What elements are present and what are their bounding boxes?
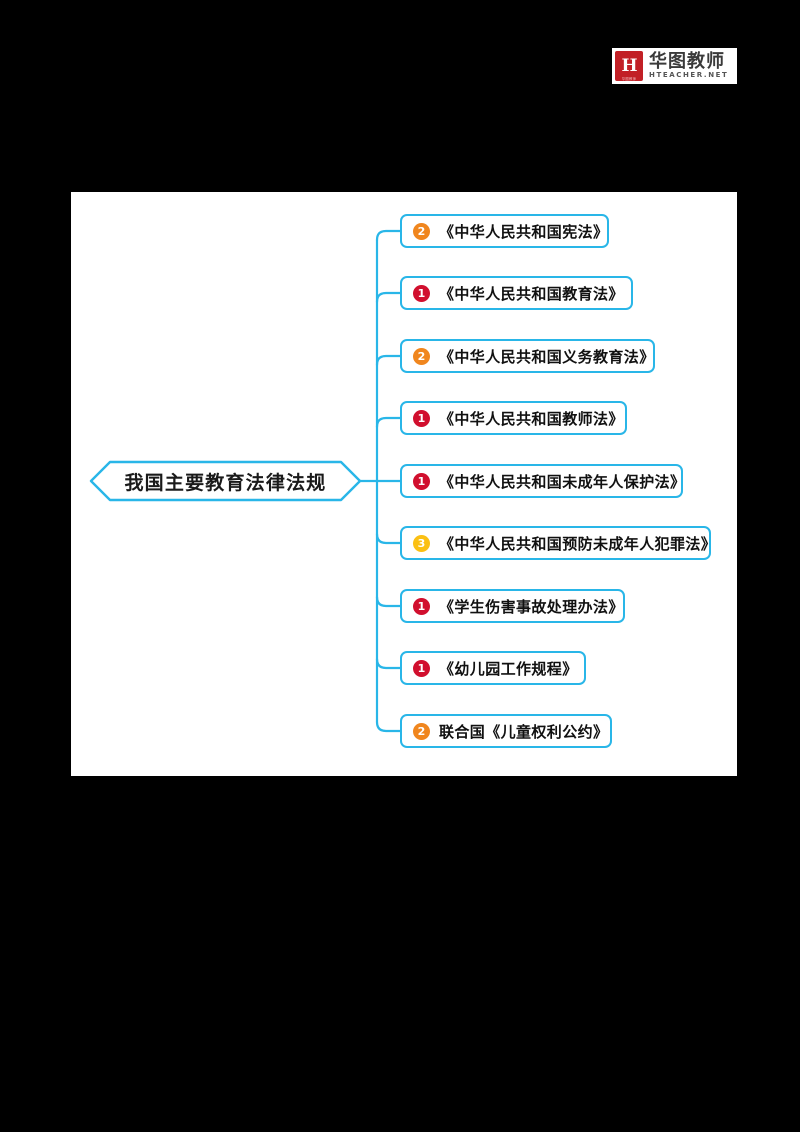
connector-line xyxy=(375,595,402,608)
node-priority-badge: 2 xyxy=(413,222,430,240)
node-label: 《中华人民共和国未成年人保护法》 xyxy=(439,472,686,491)
logo-letter: H xyxy=(621,55,637,76)
mindmap-node[interactable]: 2 联合国《儿童权利公约》 xyxy=(400,714,612,748)
connector-line xyxy=(375,291,402,304)
node-priority-badge: 2 xyxy=(413,347,430,365)
logo-mark-icon: H 华图教师 xyxy=(615,51,643,81)
node-label: 《学生伤害事故处理办法》 xyxy=(439,597,624,616)
connector-line xyxy=(375,229,402,242)
mindmap-node[interactable]: 1 《中华人民共和国教师法》 xyxy=(400,401,627,435)
connector-line xyxy=(375,532,402,545)
mindmap-node[interactable]: 2 《中华人民共和国义务教育法》 xyxy=(400,339,655,373)
mindmap-node[interactable]: 3 《中华人民共和国预防未成年人犯罪法》 xyxy=(400,526,716,560)
node-priority-badge: 1 xyxy=(413,284,430,302)
node-label: 《幼儿园工作规程》 xyxy=(439,659,578,678)
root-node-label: 我国主要教育法律法规 xyxy=(124,471,327,494)
node-priority-badge: 1 xyxy=(413,472,430,490)
connector-line xyxy=(375,720,402,733)
node-priority-badge: 1 xyxy=(413,597,430,615)
node-label: 《中华人民共和国义务教育法》 xyxy=(439,347,655,366)
root-hexagon-shape xyxy=(89,460,362,502)
logo-name-en: HTEACHER.NET xyxy=(649,71,729,79)
node-label: 联合国《儿童权利公约》 xyxy=(439,722,609,741)
node-priority-badge: 1 xyxy=(413,659,430,677)
node-priority-badge: 3 xyxy=(413,534,430,552)
mindmap-node[interactable]: 1 《学生伤害事故处理办法》 xyxy=(400,589,625,623)
mindmap-root-node[interactable]: 我国主要教育法律法规 xyxy=(89,460,362,502)
node-label: 《中华人民共和国宪法》 xyxy=(439,222,609,241)
node-label: 《中华人民共和国预防未成年人犯罪法》 xyxy=(439,534,717,553)
site-logo: H 华图教师 华图教师 HTEACHER.NET xyxy=(612,48,737,84)
connector-line xyxy=(375,657,402,670)
mindmap-node[interactable]: 2 《中华人民共和国宪法》 xyxy=(400,214,609,248)
mindmap-node[interactable]: 1 《中华人民共和国未成年人保护法》 xyxy=(400,464,686,498)
connector-line xyxy=(375,416,402,429)
node-priority-badge: 1 xyxy=(413,409,430,427)
logo-wordmark: 华图教师 HTEACHER.NET xyxy=(649,52,728,80)
connector-line xyxy=(375,354,402,367)
node-label: 《中华人民共和国教师法》 xyxy=(439,409,624,428)
document-page: 我国主要教育法律法规 2 《中华人民共和国宪法》 1 《中华人民共和国教育法》 2 《中华… xyxy=(71,192,737,776)
mindmap-diagram: 我国主要教育法律法规 2 《中华人民共和国宪法》 1 《中华人民共和国教育法》 2 《中华… xyxy=(71,192,737,776)
mindmap-node[interactable]: 1 《中华人民共和国教育法》 xyxy=(400,276,633,310)
mindmap-connectors xyxy=(343,229,402,733)
logo-mark-subtext: 华图教师 xyxy=(621,77,637,81)
logo-name-cn: 华图教师 xyxy=(649,51,725,72)
node-priority-badge: 2 xyxy=(413,722,430,740)
mindmap-node[interactable]: 1 《幼儿园工作规程》 xyxy=(400,651,586,685)
node-label: 《中华人民共和国教育法》 xyxy=(439,284,624,303)
